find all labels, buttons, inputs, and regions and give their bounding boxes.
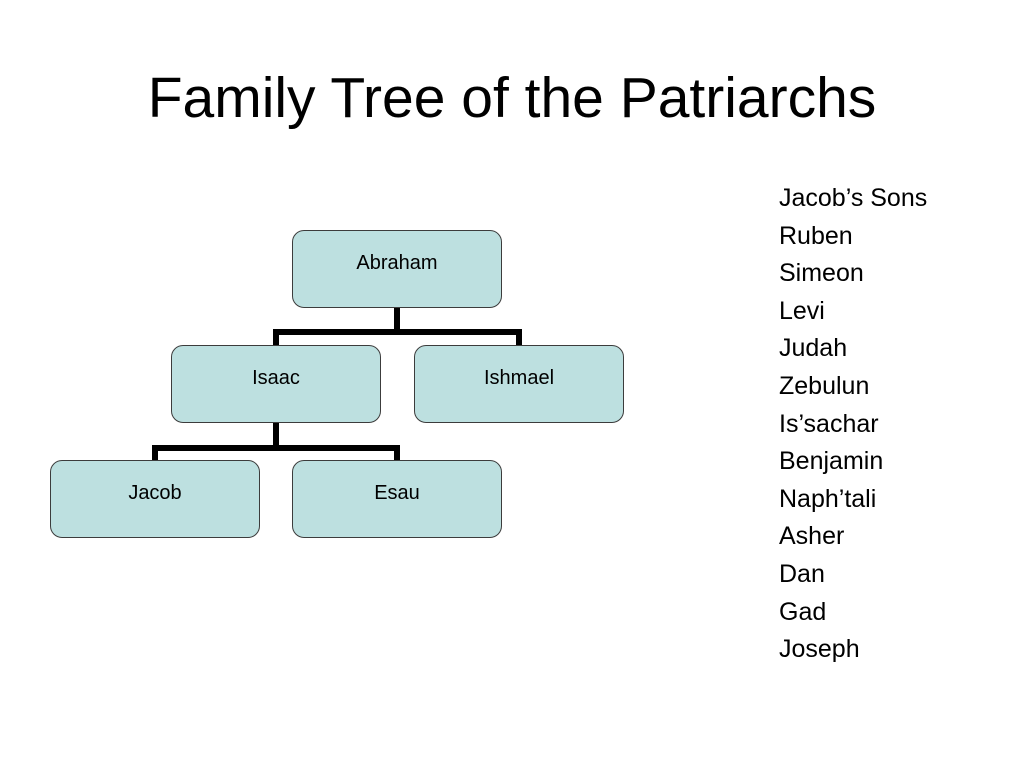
node-isaac-label: Isaac [252, 366, 300, 389]
list-item: Gad [779, 597, 827, 626]
list-item: Naph’tali [779, 484, 877, 513]
list-item: Joseph [779, 635, 860, 664]
node-ishmael-label: Ishmael [483, 366, 555, 389]
list-item: Zebulun [779, 371, 870, 400]
slide-title: Family Tree of the Patriarchs [147, 66, 877, 130]
list-item: Levi [779, 296, 825, 325]
list-item: Dan [779, 559, 825, 588]
node-esau: Esau [292, 460, 502, 538]
list-item: Asher [779, 522, 845, 551]
node-ishmael: Ishmael [414, 345, 624, 423]
list-item: Ruben [779, 221, 853, 250]
list-item: Is’sachar [779, 409, 879, 438]
node-jacob: Jacob [50, 460, 260, 538]
list-item: Simeon [779, 259, 864, 288]
list-item: Benjamin [779, 447, 884, 476]
sons-list-heading: Jacob’s Sons [779, 184, 928, 212]
node-abraham-label: Abraham [356, 251, 438, 274]
node-isaac: Isaac [171, 345, 381, 423]
node-jacob-label: Jacob [128, 481, 182, 504]
node-esau-label: Esau [374, 481, 420, 504]
jacobs-sons-list: Jacob’s Sons Ruben Simeon Levi Judah Zeb… [779, 180, 927, 669]
list-item: Judah [779, 334, 848, 363]
node-abraham: Abraham [292, 230, 502, 308]
